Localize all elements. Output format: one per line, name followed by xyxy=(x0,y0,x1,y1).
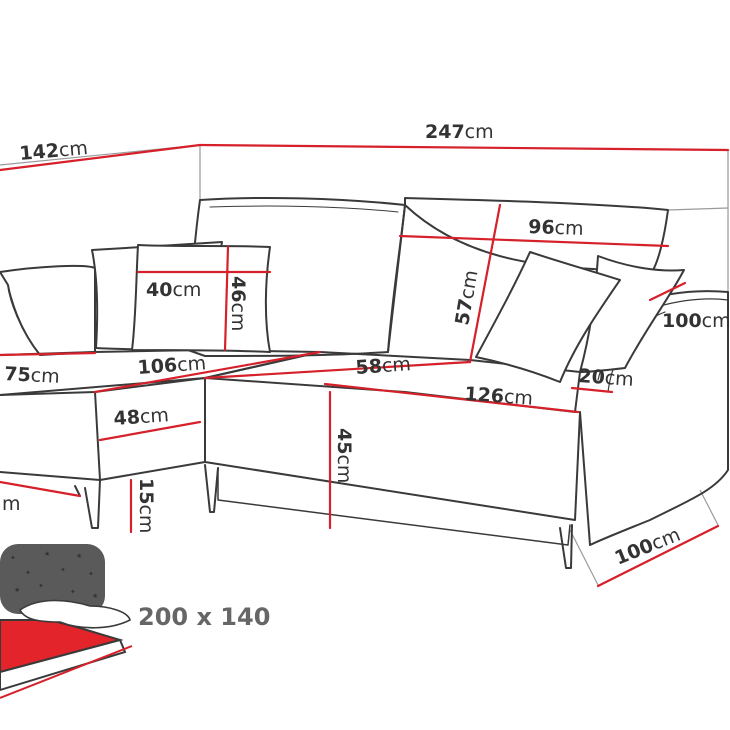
svg-text:✦: ✦ xyxy=(60,566,66,574)
dim-line-seat-width xyxy=(323,382,580,414)
dim-line-chaise-side xyxy=(0,480,82,498)
label-chaise-front: 48cm xyxy=(113,404,170,430)
dim-line-chaise-depth xyxy=(0,351,97,357)
base-panel xyxy=(217,467,571,546)
label-seat-height: 45cm xyxy=(333,428,355,483)
night-sky-panel xyxy=(0,544,105,614)
dim-line-pillow-height xyxy=(223,245,230,352)
dim-line-chaise-front xyxy=(98,420,202,442)
label-pillow-width: 40cm xyxy=(146,279,201,301)
armrest-left xyxy=(0,264,96,356)
label-armrest-depth: 100cm xyxy=(662,310,730,332)
bed-inset: ✦✦★ ✦★✦ ★✦✦ ★✦ 200 x 140 xyxy=(0,544,270,699)
leg-right xyxy=(559,524,573,569)
label-backrest-height: 57cm xyxy=(451,268,482,326)
bed-size-label: 200 x 140 xyxy=(138,603,270,631)
svg-text:✦: ✦ xyxy=(38,582,44,590)
label-chaise-width: 142cm xyxy=(19,137,89,165)
label-back-cushion: 96cm xyxy=(528,216,584,240)
seat-front xyxy=(204,377,581,521)
pillow-right-front xyxy=(475,251,621,383)
svg-text:★: ★ xyxy=(92,592,98,600)
leg-left xyxy=(84,479,101,529)
chaise-front xyxy=(0,377,206,481)
label-pillow-height: 46cm xyxy=(227,276,249,331)
dim-line-chaise-width xyxy=(0,143,202,172)
leg-center xyxy=(204,464,219,513)
dim-line-chaise-seat xyxy=(93,350,322,394)
label-armrest-width: 20cm xyxy=(578,365,635,391)
dim-line-back-cushion xyxy=(398,234,670,248)
svg-text:★: ★ xyxy=(44,550,50,558)
label-total-width: 247cm xyxy=(425,121,494,143)
label-chaise-seat: 106cm xyxy=(137,352,207,379)
dim-line-side-depth xyxy=(596,524,720,588)
label-chaise-depth: 75cm xyxy=(4,363,60,388)
dimension-lines xyxy=(0,143,730,588)
label-seat-depth: 58cm xyxy=(355,353,412,379)
svg-text:✦: ✦ xyxy=(70,588,76,596)
label-seat-width: 126cm xyxy=(464,383,534,410)
dim-line-armrest-width xyxy=(570,386,614,394)
dim-line-total-width xyxy=(198,143,730,152)
bed-blanket xyxy=(18,599,131,629)
svg-text:★: ★ xyxy=(14,586,20,594)
dim-line-armrest-depth xyxy=(648,281,687,302)
svg-text:✦: ✦ xyxy=(25,569,31,577)
dim-line-backrest-height xyxy=(468,203,502,364)
svg-text:✦: ✦ xyxy=(10,554,16,562)
svg-text:★: ★ xyxy=(76,552,82,560)
dim-line-seat-depth xyxy=(203,360,472,380)
svg-text:✦: ✦ xyxy=(88,570,94,578)
label-leg-height: 15cm xyxy=(135,478,157,533)
label-chaise-side: m xyxy=(2,493,21,515)
